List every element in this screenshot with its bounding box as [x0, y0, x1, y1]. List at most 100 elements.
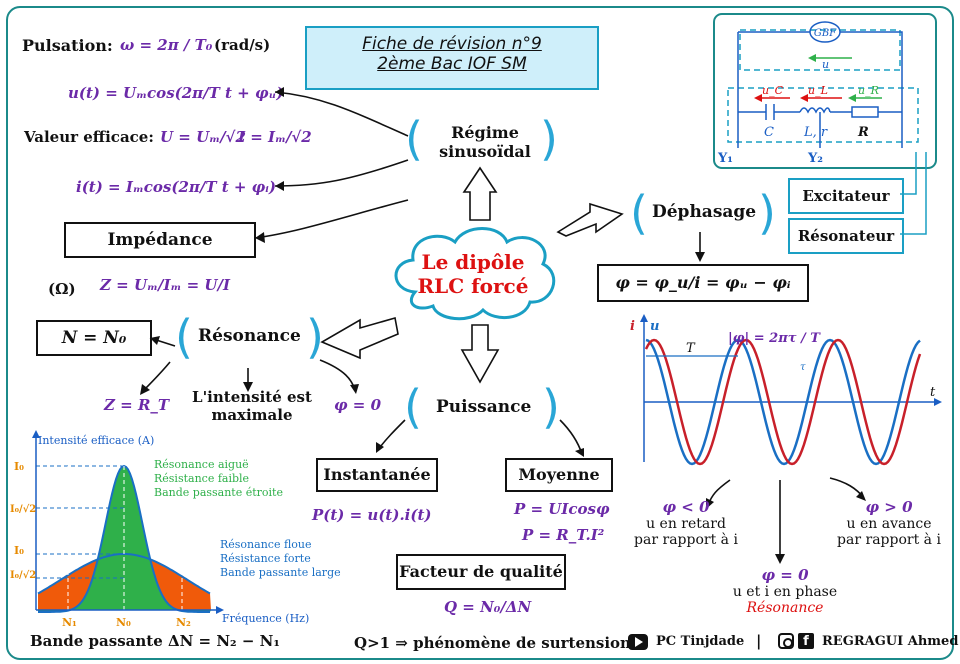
u-wave	[645, 338, 921, 466]
phi-zero-line2: u et i en phase	[732, 584, 838, 600]
wave-T-label: T	[686, 341, 696, 356]
dephasage-label: Déphasage	[652, 202, 757, 222]
Q-formula: Q = N₀/ΔN	[444, 598, 532, 616]
resonateur-box: Résonateur	[788, 218, 904, 254]
title-line1: Fiche de révision n°9	[362, 34, 542, 54]
moyenne-box: Moyenne	[505, 458, 613, 492]
phi-pos-line2: u en avance	[846, 516, 932, 532]
phi-zero: φ = 0 u et i en phase Résonance	[720, 566, 850, 616]
impedance-formula: Z = Uₘ/Iₘ = U/I	[100, 276, 230, 294]
center-line1: Le dipôle	[421, 250, 525, 274]
surtension-text: Q>1 ⇒ phénomène de surtension	[354, 634, 631, 652]
regime-brace-left: (	[405, 112, 423, 166]
I0-high: I₀	[14, 460, 24, 473]
sharp-1: Résonance aiguë	[154, 458, 249, 471]
puissance-brace-right: )	[542, 380, 560, 434]
wave-phase-formula: |φ| = 2πτ / T	[728, 331, 821, 346]
footer-separator: |	[756, 632, 762, 650]
regime-line1: Régime	[451, 123, 519, 142]
circuit-R: R	[857, 125, 869, 140]
puissance-brace-left: (	[404, 380, 422, 434]
youtube-icon[interactable]	[628, 634, 648, 650]
moyenne-formula-1: P = UIcosφ	[514, 500, 610, 518]
sharp-3: Bande passante étroite	[154, 486, 283, 499]
resonance-brace-left: (	[175, 310, 193, 364]
instagram-icon[interactable]	[778, 633, 794, 649]
sharp-2: Résistance faible	[154, 472, 249, 485]
Z-RT-formula: Z = R_T	[104, 396, 170, 414]
page-frame	[6, 6, 954, 660]
bande-passante: Bande passante ΔN = N₂ − N₁	[30, 632, 280, 650]
dephasage-brace-left: (	[630, 186, 648, 240]
phi-zero-resonance-label: Résonance	[746, 600, 824, 616]
circuit-u: u	[822, 58, 829, 71]
intensity-max: L'intensité est maximale	[192, 388, 312, 424]
phi-negative: φ < 0 u en retard par rapport à i	[626, 498, 746, 548]
intensity-line1: L'intensité est	[192, 388, 312, 406]
excitateur-box: Excitateur	[788, 178, 904, 214]
circuit-gbf: GBF	[814, 28, 837, 39]
valeur-efficace-label: Valeur efficace:	[24, 128, 154, 146]
circuit-uC: u_C	[762, 84, 784, 97]
circuit-C: C	[764, 125, 774, 140]
i-formula: i(t) = Iₘcos(2π/T t + φᵢ)	[76, 178, 276, 196]
dephasage-brace-right: )	[758, 186, 776, 240]
flat-1: Résonance floue	[220, 538, 312, 551]
circuit-Y1: Y₁	[717, 151, 733, 166]
wave-u-label: u	[650, 319, 659, 334]
facteur-qualite-box: Facteur de qualité	[396, 554, 566, 590]
intensity-line2: maximale	[211, 406, 293, 424]
arrow-to-i	[274, 159, 409, 187]
circuit-diagram: GBF u u_C u_L u_R C L, r R Y₁ Y₂	[713, 13, 937, 169]
phi-neg-line2: u en retard	[646, 516, 726, 532]
circuit-Y2: Y₂	[807, 151, 823, 166]
impedance-box: Impédance	[64, 222, 256, 258]
phi-zero-resonance: φ = 0	[334, 396, 382, 414]
N0-label: N₀	[116, 616, 131, 629]
N1-label: N₁	[62, 616, 77, 629]
puissance-label: Puissance	[436, 397, 532, 417]
u-formula: u(t) = Uₘcos(2π/T t + φᵤ)	[68, 84, 284, 102]
regime-node: Régime sinusoïdal	[425, 123, 545, 161]
instantanee-box: Instantanée	[316, 458, 438, 492]
wave-chart: i u t T τ |φ| = 2πτ / T	[630, 314, 942, 466]
chart-xlabel: Fréquence (Hz)	[222, 612, 309, 625]
I0sqrt2-high: I₀/√2	[10, 503, 36, 515]
regime-line2: sinusoïdal	[439, 142, 531, 161]
phi-neg-formula: φ < 0	[662, 498, 710, 516]
resonance-chart: Intensité efficace (A) Fréquence (Hz) I₀…	[10, 430, 341, 629]
facebook-icon[interactable]: f	[798, 633, 814, 649]
pulsation-label: Pulsation:	[22, 36, 113, 55]
U-formula: U = Uₘ/√2	[160, 128, 246, 146]
I-formula: I = Iₘ/√2	[238, 128, 312, 146]
arrow-to-u	[274, 91, 409, 137]
moyenne-formula-2: P = R_T.I²	[522, 526, 605, 544]
center-title: Le dipôle RLC forcé	[405, 250, 541, 298]
title-box: Fiche de révision n°9 2ème Bac IOF SM	[305, 26, 599, 90]
phi-positive: φ > 0 u en avance par rapport à i	[824, 498, 954, 548]
phi-pos-line3: par rapport à i	[837, 532, 941, 548]
wave-i-label: i	[630, 319, 635, 334]
resonance-label: Résonance	[198, 326, 301, 346]
I0-low: I₀	[14, 544, 24, 557]
title-line2: 2ème Bac IOF SM	[377, 54, 527, 74]
impedance-unit: (Ω)	[48, 280, 76, 298]
N-equals-box: N = N₀	[36, 320, 152, 356]
chart-ylabel: Intensité efficace (A)	[38, 434, 154, 447]
I0sqrt2-low: I₀/√2	[10, 569, 36, 581]
N2-label: N₂	[176, 616, 191, 629]
author-name: REGRAGUI Ahmed	[822, 634, 959, 649]
phi-neg-line3: par rapport à i	[634, 532, 738, 548]
resonance-brace-right: )	[306, 310, 324, 364]
circuit-uR: u_R	[858, 84, 879, 97]
wave-t-label: t	[930, 385, 936, 400]
wave-tau-label: τ	[800, 362, 806, 373]
instantanee-formula: P(t) = u(t).i(t)	[312, 506, 432, 524]
regime-brace-right: )	[540, 112, 558, 166]
channel-name: PC Tinjdade	[656, 634, 745, 649]
i-wave	[644, 338, 922, 466]
phi-formula-box: φ = φ_u/i = φᵤ − φᵢ	[597, 264, 809, 302]
center-line2: RLC forcé	[417, 274, 529, 298]
phi-zero-formula: φ = 0	[761, 566, 809, 584]
